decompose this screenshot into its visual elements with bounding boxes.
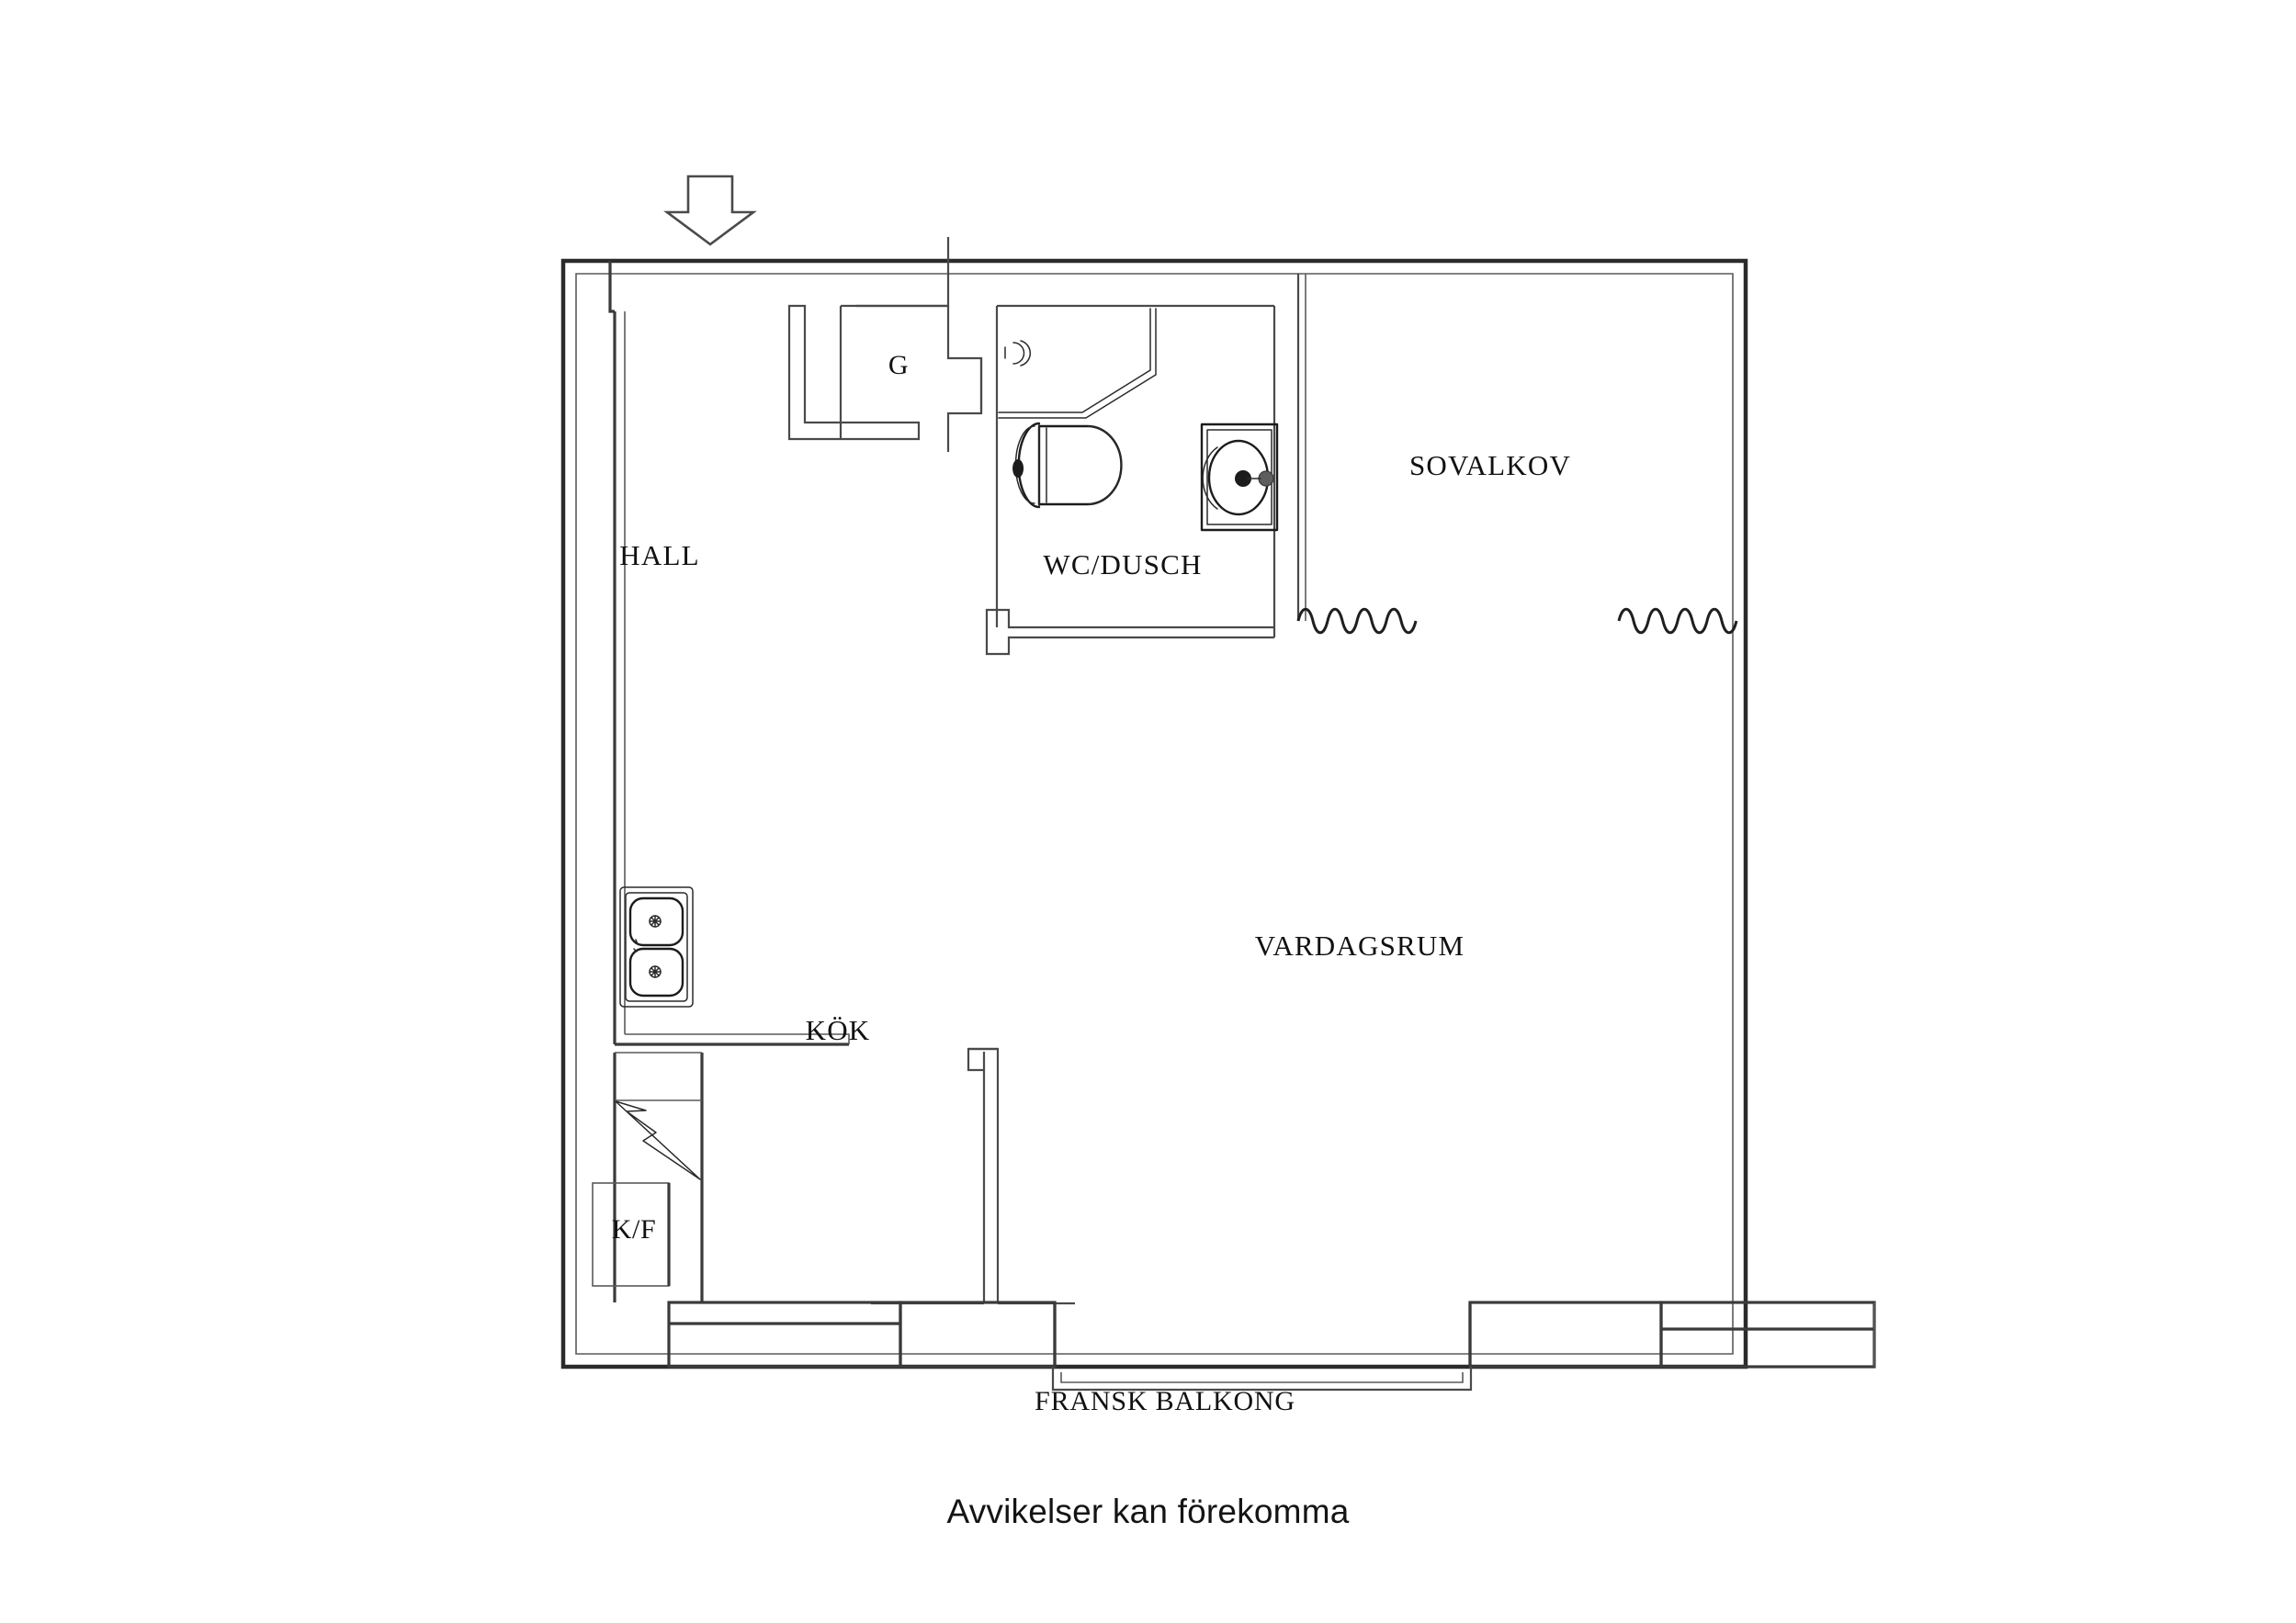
vardagsrum-walls [871, 1047, 1075, 1305]
stove-icon [615, 1100, 701, 1180]
sink-drain-bottom-icon [649, 965, 662, 978]
hall-walls [608, 261, 850, 1046]
sink-icon [1200, 423, 1279, 532]
kyl-frys-box [592, 1182, 671, 1287]
wc-dusch-walls [985, 304, 1276, 656]
room-label-garderob: G [888, 350, 909, 380]
window-living-bottom-c [1659, 1301, 1876, 1369]
hall-kitchen-divider-top-2 [625, 1033, 850, 1044]
sovalkov-walls [1296, 274, 1306, 621]
window-kitchen-bottom [667, 1301, 902, 1369]
room-label-hall: HALL [619, 539, 699, 571]
fransk-balkong-opening [1051, 1302, 1473, 1392]
sliding-door-spring-right-icon [1617, 607, 1738, 635]
room-label-vardagsrum: VARDAGSRUM [1255, 930, 1465, 962]
closet-strip [787, 304, 921, 441]
toilet-icon [1012, 422, 1123, 509]
garderob-top-wall [841, 237, 950, 308]
window-living-bottom-a [899, 1301, 1057, 1369]
kitchen-walls [613, 1052, 704, 1302]
room-label-kyl-frys: K/F [612, 1214, 657, 1245]
room-labels: HALL G WC/DUSCH SOVALKOV VARDAGSRUM KÖK … [612, 350, 1571, 1416]
window-living-bottom-b [1468, 1301, 1663, 1369]
sink-drain-top-icon [649, 915, 662, 928]
room-label-wc-dusch: WC/DUSCH [1043, 548, 1202, 580]
garderob-right-wall [946, 306, 983, 452]
hall-top-notch [608, 261, 615, 313]
garderob-walls [787, 237, 983, 452]
kitchen-sink-icon [619, 886, 694, 1008]
windows-group [667, 1301, 1876, 1369]
sliding-door-spring-left-icon [1296, 607, 1418, 635]
label-fransk-balkong: FRANSK BALKONG [1035, 1386, 1295, 1416]
outer-wall-outline [560, 258, 1748, 1369]
exterior-walls [560, 258, 1748, 1369]
wc-bottom-wall-with-door [985, 608, 1274, 656]
entrance-arrow-icon [663, 175, 757, 246]
room-label-kok: KÖK [806, 1014, 871, 1046]
shower-head-icon [1004, 340, 1032, 366]
disclaimer-note: Avvikelser kan förekomma [946, 1493, 1350, 1530]
outer-wall-inner-line [575, 273, 1734, 1355]
shower-enclosure-icon [998, 308, 1157, 419]
room-label-sovalkov: SOVALKOV [1409, 449, 1571, 481]
